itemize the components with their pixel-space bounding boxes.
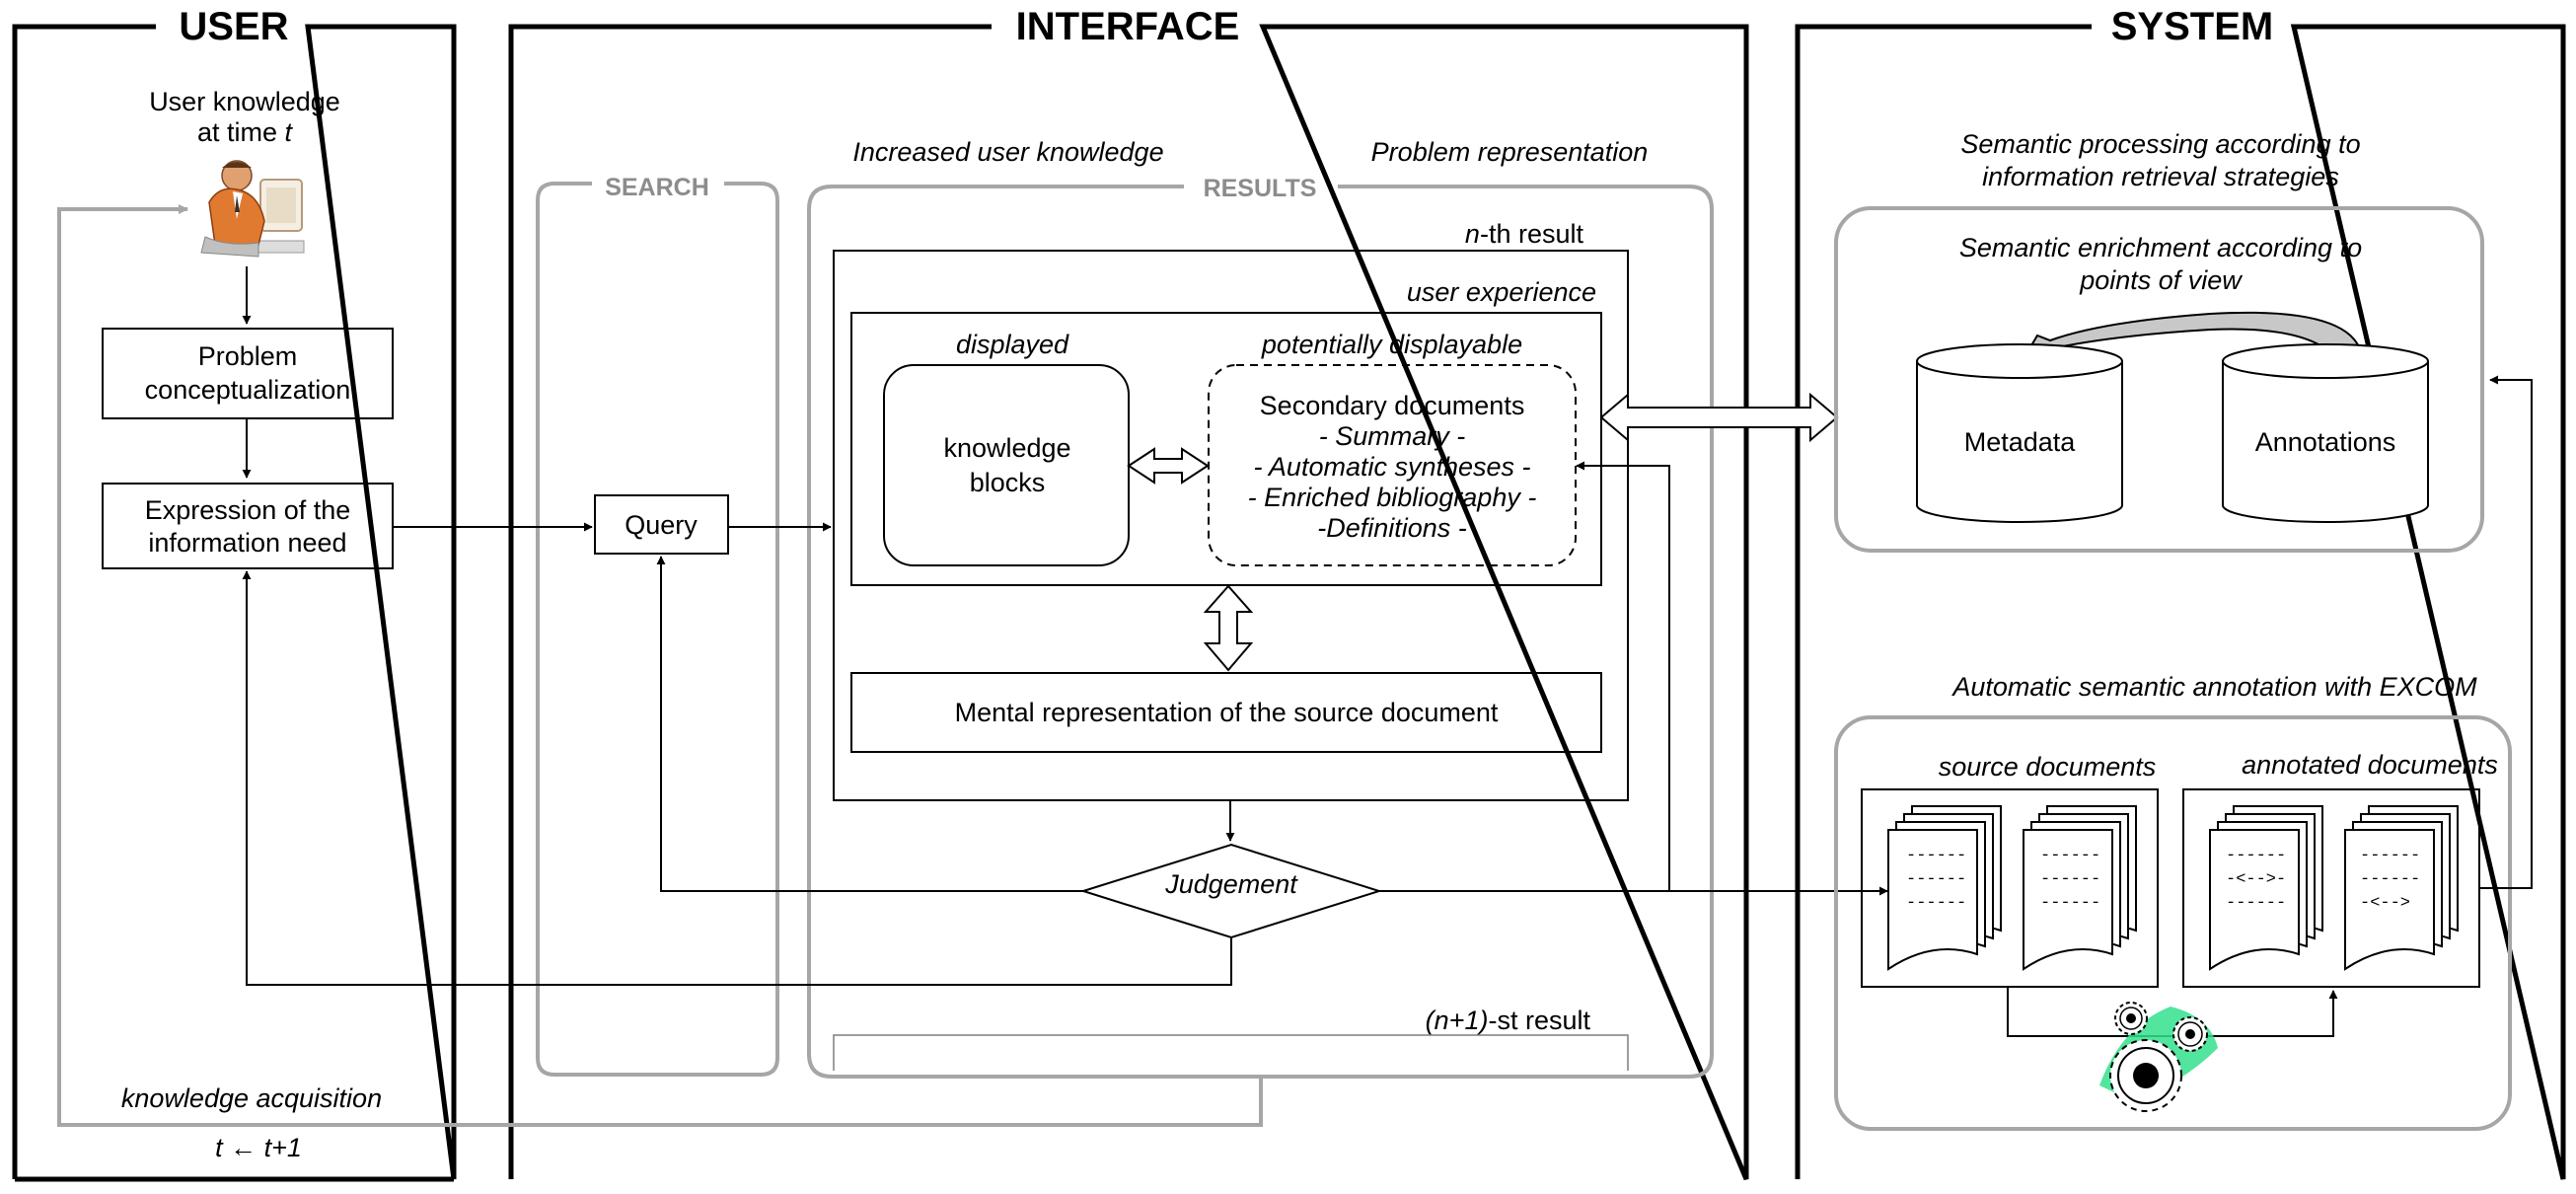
secondary-item-bibliography: - Enriched bibliography - (1248, 483, 1537, 512)
user-experience-box (850, 312, 1602, 586)
judgement-to-need-arrow (242, 570, 1232, 986)
source-doc-b-line1: ------ (2040, 847, 2100, 865)
annotated-doc-b-line3: -<--> (2360, 894, 2410, 913)
source-doc-b-line3: ------ (2040, 894, 2100, 913)
annotated-doc-b-line1: ------ (2360, 847, 2420, 865)
secondary-item-syntheses: - Automatic syntheses - (1253, 452, 1530, 482)
knowledge-blocks-line2: blocks (970, 468, 1046, 497)
source-doc-b-line2: ------ (2040, 870, 2100, 889)
annotated-doc-a-line3: ------ (2226, 894, 2286, 913)
query-box (594, 494, 729, 555)
secondary-item-definitions: -Definitions - (1317, 513, 1467, 543)
source-documents-label: source documents (1939, 752, 2157, 782)
problem-representation-label: Problem representation (1371, 137, 1649, 167)
increased-knowledge-label: Increased user knowledge (852, 137, 1163, 167)
semantic-enrichment-line1: Semantic enrichment according to (1959, 233, 2362, 262)
user-at-computer-icon (200, 160, 305, 258)
judgement-label: Judgement (1164, 869, 1298, 899)
knowledge-acquisition-loop (57, 204, 1263, 1127)
annotations-cylinder (2222, 343, 2429, 523)
metadata-cylinder (1916, 343, 2123, 523)
annotated-doc-b-line2: ------ (2360, 870, 2420, 889)
gears-icon (2099, 1002, 2218, 1112)
annotated-to-annotations-arrow (2479, 375, 2533, 889)
source-documents-box (1861, 788, 2159, 988)
secondary-documents-box (1208, 364, 1577, 566)
next-result-label: (n+1)-st result (1426, 1006, 1591, 1035)
search-label: SEARCH (605, 174, 709, 201)
excom-annotation-box (1834, 715, 2512, 1131)
potentially-displayable-label: potentially displayable (1261, 330, 1522, 359)
search-box (536, 182, 779, 1077)
secondary-item-summary: - Summary - (1319, 421, 1466, 451)
semantic-processing-line2: information retrieval strategies (1982, 162, 2339, 191)
display-exchange-arrow (1127, 447, 1210, 485)
semantic-processing-line1: Semantic processing according to (1960, 129, 2360, 159)
knowledge-blocks-line1: knowledge (943, 433, 1070, 463)
representation-exchange-arrow (1203, 584, 1254, 672)
annotated-document-stack-a (2209, 805, 2323, 971)
user-panel: USER (12, 5, 457, 1182)
interface-panel: INTERFACE (508, 5, 1749, 1180)
problem-conceptualization-line1: Problem (198, 341, 298, 371)
annotated-doc-a-line1: ------ (2226, 847, 2286, 865)
user-knowledge-label-line2: at time t (197, 117, 294, 147)
source-document-stack-b (2023, 805, 2137, 971)
judgement-to-query-arrow (656, 556, 1083, 892)
interface-system-exchange-arrow (1599, 392, 1839, 443)
results-label: RESULTS (1204, 175, 1317, 202)
semantic-enrichment-line2: points of view (2079, 265, 2243, 295)
system-panel: SYSTEM (1795, 5, 2566, 1180)
annotated-documents-label: annotated documents (2242, 750, 2498, 780)
next-result-box (833, 1034, 1629, 1071)
source-document-stack-a (1887, 805, 2002, 971)
interface-panel-title: INTERFACE (1016, 5, 1240, 48)
information-need-line1: Expression of the (145, 495, 351, 525)
user-experience-label: user experience (1407, 277, 1596, 307)
annotated-document-stack-b (2344, 805, 2459, 971)
mental-representation-label: Mental representation of the source docu… (955, 698, 1499, 727)
secondary-documents-title: Secondary documents (1260, 391, 1525, 420)
source-doc-a-line3: ------ (1906, 894, 1966, 913)
system-panel-title: SYSTEM (2111, 5, 2273, 48)
information-need-line2: information need (148, 528, 346, 558)
excom-annotation-title: Automatic semantic annotation with EXCOM (1950, 672, 2477, 702)
user-panel-title: USER (179, 5, 288, 48)
mental-representation-box (850, 672, 1602, 753)
judgement-to-secondary-arrow (1379, 461, 1670, 892)
knowledge-blocks-box (883, 364, 1130, 566)
displayed-label: displayed (956, 330, 1069, 359)
user-knowledge-label-line1: User knowledge (149, 87, 340, 116)
metadata-label: Metadata (1964, 427, 2077, 457)
source-doc-a-line2: ------ (1906, 870, 1966, 889)
annotations-label: Annotations (2255, 427, 2396, 457)
problem-conceptualization-line2: conceptualization (145, 375, 351, 405)
query-label: Query (625, 510, 698, 540)
nth-result-label: n-th result (1465, 219, 1584, 249)
results-box (807, 185, 1714, 1079)
source-doc-a-line1: ------ (1906, 847, 1966, 865)
knowledge-acquisition-label: knowledge acquisition (121, 1083, 382, 1113)
semantic-enrichment-box (1834, 206, 2484, 553)
time-update-label: t ← t+1 (215, 1133, 302, 1162)
annotated-doc-a-line2: -<-->- (2226, 870, 2286, 889)
